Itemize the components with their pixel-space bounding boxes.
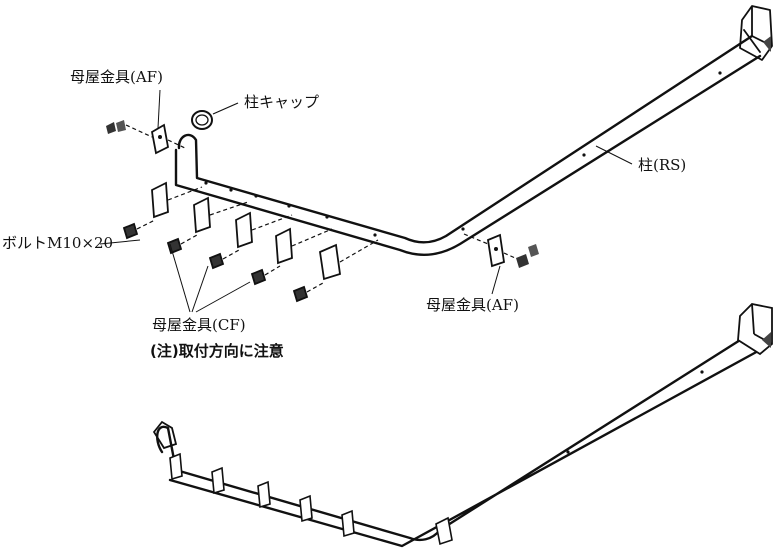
cf-bracket-1 — [122, 181, 203, 240]
column-rs-assembled — [152, 328, 762, 548]
purlin-bracket-af-right — [463, 233, 539, 295]
purlin-bracket-af-top — [106, 89, 186, 155]
column-cap-label: 柱キャップ — [244, 93, 320, 111]
column-base-bracket-top — [739, 5, 773, 61]
mounting-direction-note: (注)取付方向に注意 — [150, 342, 284, 360]
purlin-bracket-af-top-label: 母屋金具(AF) — [70, 68, 163, 86]
purlin-bracket-cf-label: 母屋金具(CF) — [152, 316, 246, 334]
bolt-label: ボルトM10×20 — [2, 234, 114, 252]
column-rs-label: 柱(RS) — [638, 156, 687, 174]
cf-leader-lines — [99, 239, 251, 313]
cf-bracket-5 — [292, 239, 379, 303]
column-base-bracket-bottom — [737, 303, 773, 356]
assembled-cf-brackets — [169, 452, 453, 546]
column-rs-exploded — [174, 34, 762, 256]
purlin-brackets-cf — [122, 181, 379, 303]
purlin-bracket-af-right-label: 母屋金具(AF) — [426, 296, 519, 314]
cf-bracket-3 — [208, 211, 293, 270]
rs-leader-line — [595, 145, 633, 165]
column-cap — [191, 102, 239, 130]
cf-bracket-4 — [250, 227, 333, 286]
